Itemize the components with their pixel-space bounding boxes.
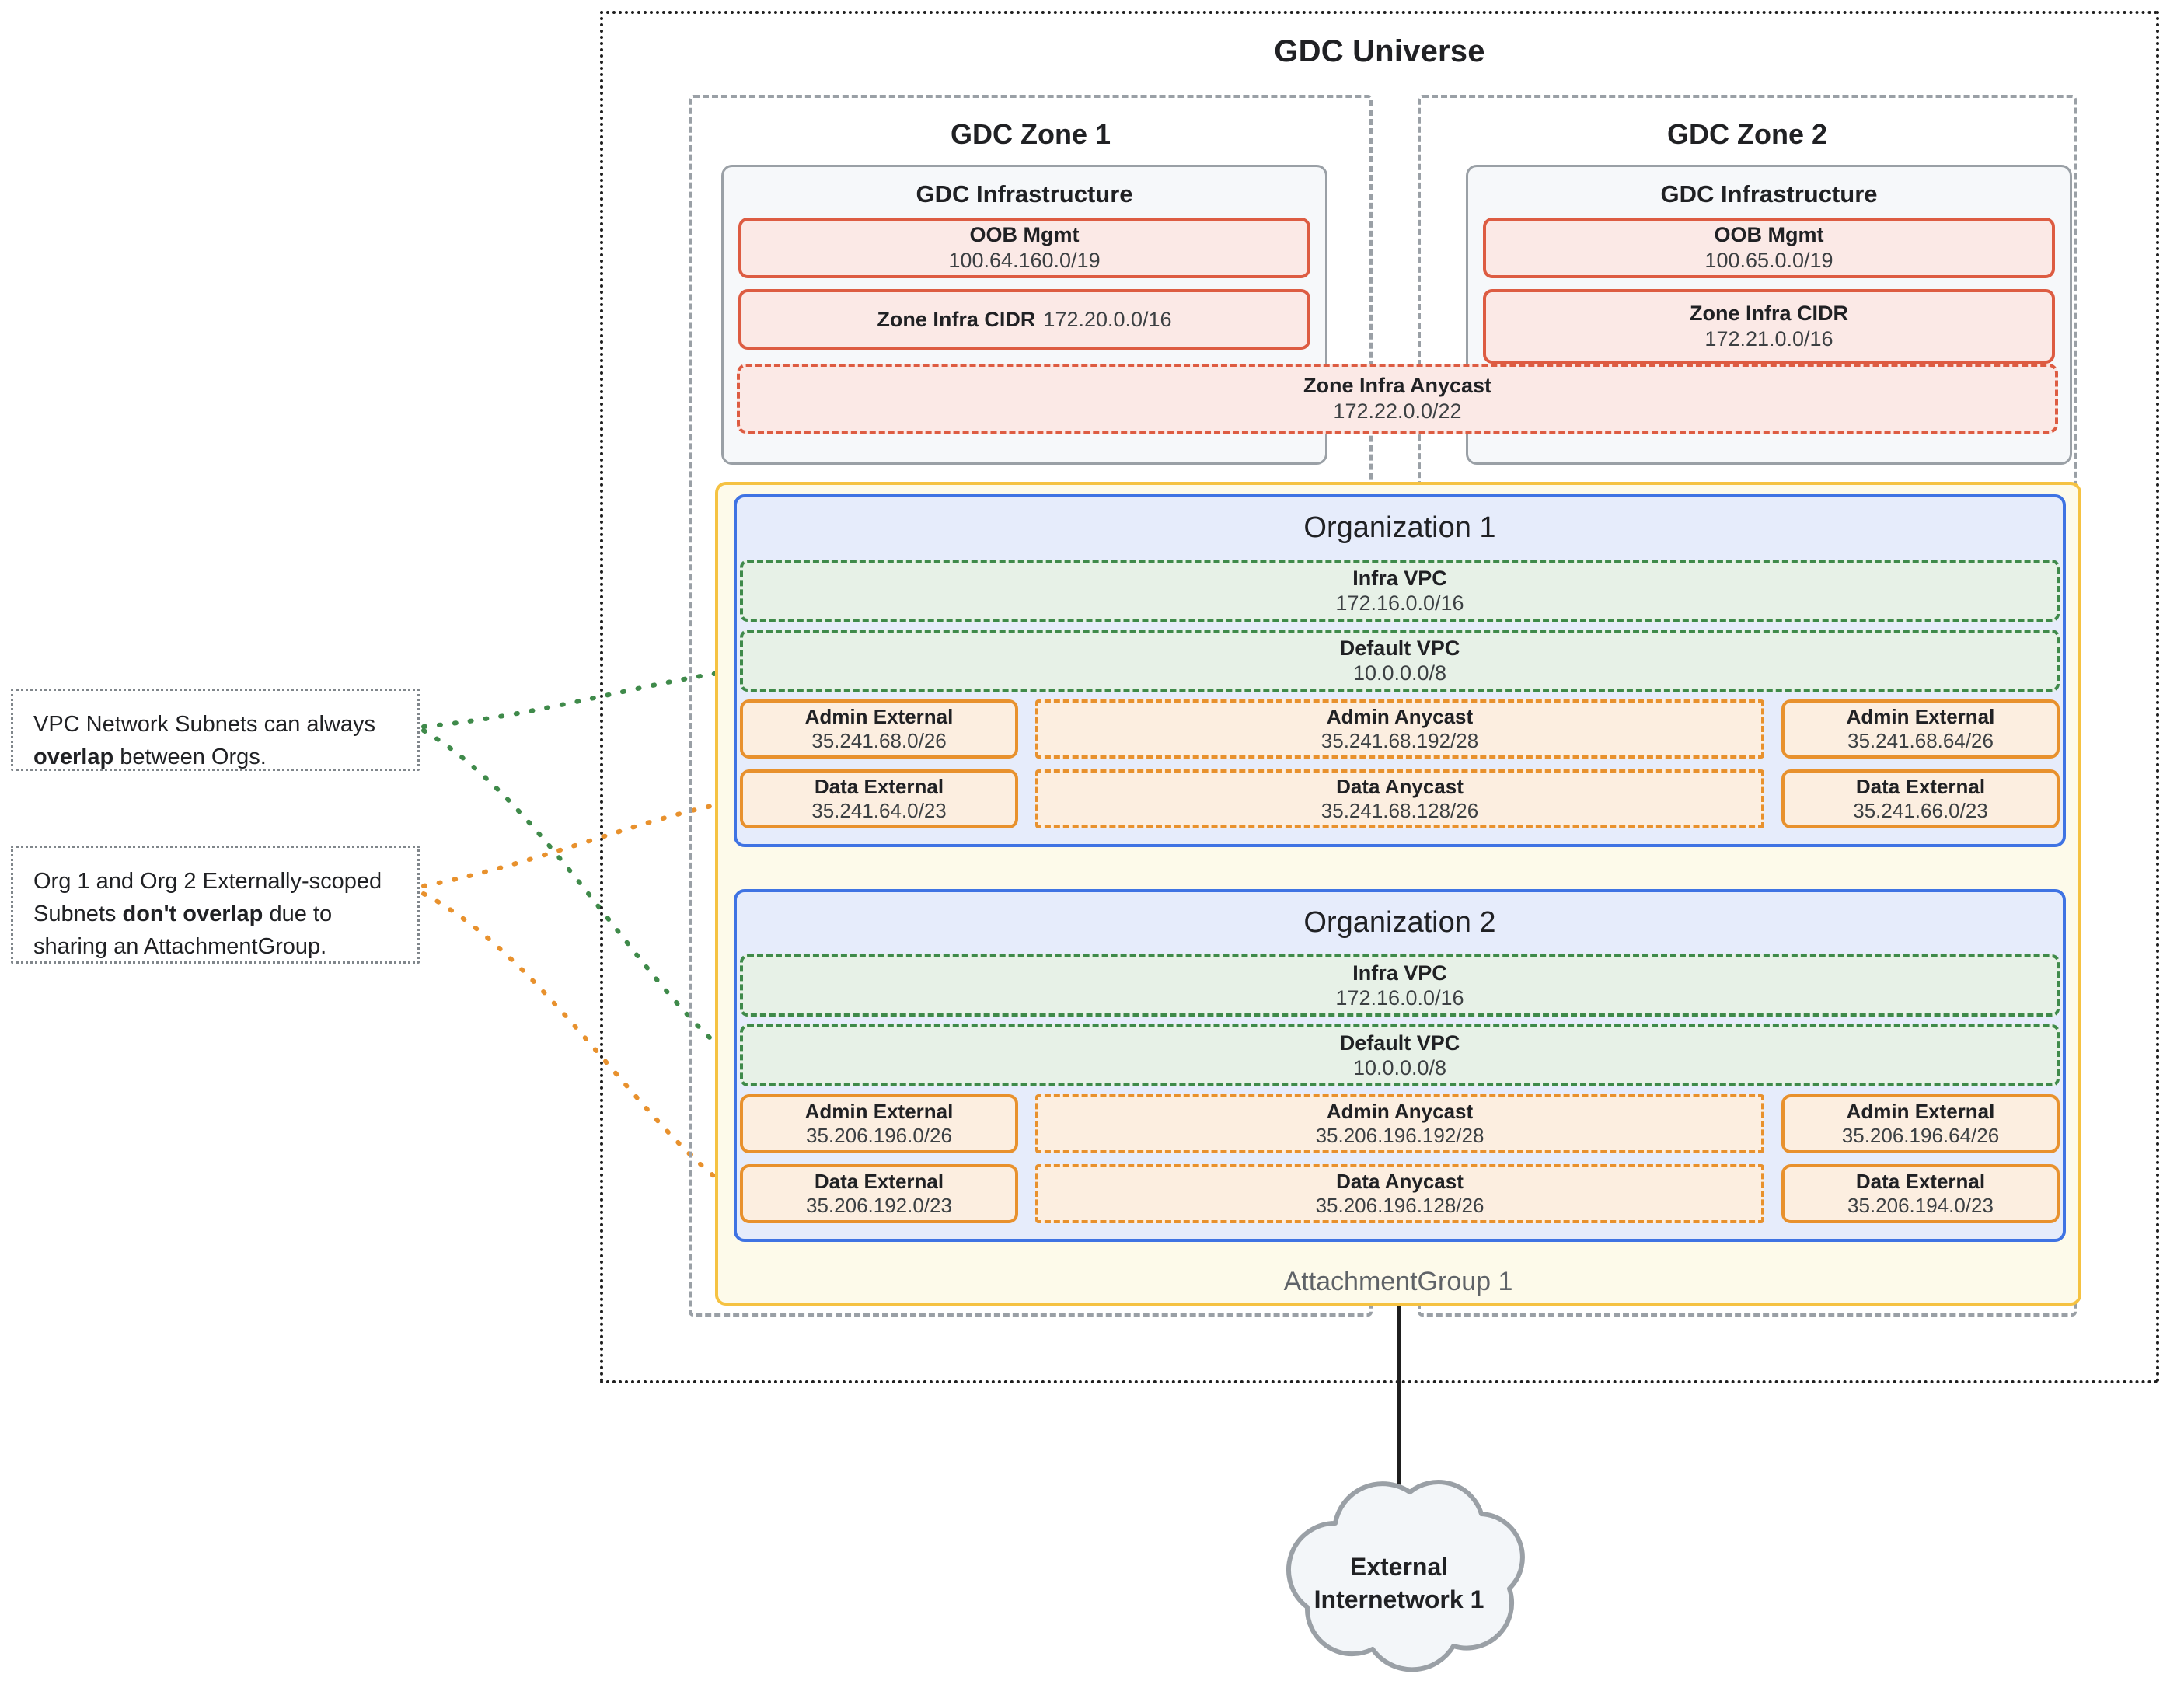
chip-cidr: 35.241.68.64/26 — [1847, 729, 1994, 752]
leader-line-note2-org1 — [421, 798, 742, 888]
external-network-node: External Internetwork 1 — [1259, 1477, 1539, 1686]
note-emphasis: overlap — [33, 745, 114, 770]
zone-1-infrastructure-title: GDC Infrastructure — [916, 180, 1133, 208]
zone-2-infrastructure-title: GDC Infrastructure — [1660, 180, 1878, 208]
org-1-admin-external-right-chip: Admin External 35.241.68.64/26 — [1781, 699, 2060, 759]
chip-name: Zone Infra Anycast — [1303, 374, 1492, 398]
chip-cidr: 172.16.0.0/16 — [1335, 986, 1464, 1010]
leader-line-note2-org2 — [421, 891, 742, 1198]
chip-name: Admin External — [1846, 1099, 1995, 1123]
chip-name: Admin External — [804, 704, 954, 728]
chip-name: Data Anycast — [1336, 774, 1464, 798]
note-vpc-overlap: VPC Network Subnets can always overlap b… — [11, 689, 420, 771]
organization-2-title: Organization 2 — [1303, 906, 1496, 939]
org-2-admin-external-left-chip: Admin External 35.206.196.0/26 — [740, 1094, 1018, 1153]
leader-line-note1-org1 — [421, 668, 742, 729]
leader-line-note1-org2 — [421, 728, 742, 1065]
chip-name: Zone Infra CIDR — [877, 307, 1036, 331]
chip-name: Admin External — [804, 1099, 954, 1123]
gdc-zone-1-title: GDC Zone 1 — [950, 118, 1111, 150]
chip-name: Default VPC — [1339, 636, 1460, 660]
chip-name: Admin Anycast — [1326, 704, 1474, 728]
chip-cidr: 172.16.0.0/16 — [1335, 591, 1464, 615]
chip-name: Data External — [1855, 1169, 1986, 1193]
chip-name: OOB Mgmt — [969, 223, 1080, 247]
chip-cidr: 35.241.66.0/23 — [1853, 799, 1988, 822]
zone-2-infra-cidr-chip: Zone Infra CIDR 172.21.0.0/16 — [1483, 289, 2055, 364]
chip-cidr: 35.206.196.0/26 — [806, 1124, 952, 1147]
chip-name: OOB Mgmt — [1714, 223, 1824, 247]
org-2-admin-anycast-chip: Admin Anycast 35.206.196.192/28 — [1035, 1094, 1764, 1153]
gdc-universe-container — [600, 11, 2159, 1383]
chip-cidr: 35.206.196.128/26 — [1315, 1194, 1484, 1217]
chip-cidr: 35.206.192.0/23 — [806, 1194, 952, 1217]
external-network-label: External Internetwork 1 — [1259, 1551, 1539, 1616]
org-1-admin-anycast-chip: Admin Anycast 35.241.68.192/28 — [1035, 699, 1764, 759]
org-2-data-anycast-chip: Data Anycast 35.206.196.128/26 — [1035, 1164, 1764, 1223]
external-network-line-1: External — [1349, 1553, 1449, 1581]
chip-cidr: 100.64.160.0/19 — [948, 249, 1101, 272]
org-1-admin-external-left-chip: Admin External 35.241.68.0/26 — [740, 699, 1018, 759]
external-network-cloud — [1286, 1480, 1525, 1672]
external-network-line-2: Internetwork 1 — [1314, 1585, 1484, 1613]
org-1-data-anycast-chip: Data Anycast 35.241.68.128/26 — [1035, 769, 1764, 828]
chip-name: Data External — [814, 1169, 944, 1193]
org-1-default-vpc-chip: Default VPC 10.0.0.0/8 — [740, 630, 2060, 692]
org-2-infra-vpc-chip: Infra VPC 172.16.0.0/16 — [740, 954, 2060, 1017]
zone-1-oob-mgmt-chip: OOB Mgmt 100.64.160.0/19 — [738, 218, 1310, 278]
chip-cidr: 35.241.64.0/23 — [811, 799, 947, 822]
chip-name: Admin Anycast — [1326, 1099, 1474, 1123]
chip-name: Data External — [1855, 774, 1986, 798]
chip-cidr: 172.22.0.0/22 — [1333, 399, 1462, 423]
attachment-group-label: AttachmentGroup 1 — [1283, 1267, 1513, 1296]
chip-cidr: 10.0.0.0/8 — [1352, 1056, 1447, 1079]
chip-cidr: 35.241.68.128/26 — [1321, 799, 1479, 822]
chip-cidr: 35.241.68.0/26 — [811, 729, 947, 752]
chip-name: Zone Infra CIDR — [1689, 302, 1848, 326]
zone-2-oob-mgmt-chip: OOB Mgmt 100.65.0.0/19 — [1483, 218, 2055, 278]
chip-name: Default VPC — [1339, 1031, 1460, 1055]
note-text-part2: due to sharing an AttachmentGroup. — [33, 902, 333, 960]
org-2-admin-external-right-chip: Admin External 35.206.196.64/26 — [1781, 1094, 2060, 1153]
org-1-infra-vpc-chip: Infra VPC 172.16.0.0/16 — [740, 560, 2060, 622]
chip-cidr: 35.206.194.0/23 — [1847, 1194, 1994, 1217]
chip-name: Data Anycast — [1336, 1169, 1464, 1193]
org-1-data-external-right-chip: Data External 35.241.66.0/23 — [1781, 769, 2060, 828]
org-1-data-external-left-chip: Data External 35.241.64.0/23 — [740, 769, 1018, 828]
gdc-universe-title: GDC Universe — [1274, 34, 1485, 68]
zone-infra-anycast-chip: Zone Infra Anycast 172.22.0.0/22 — [737, 364, 2058, 434]
note-emphasis: don't overlap — [122, 902, 263, 927]
chip-name: Infra VPC — [1352, 961, 1447, 985]
org-2-data-external-right-chip: Data External 35.206.194.0/23 — [1781, 1164, 2060, 1223]
org-2-data-external-left-chip: Data External 35.206.192.0/23 — [740, 1164, 1018, 1223]
note-external-scope-no-overlap: Org 1 and Org 2 Externally-scoped Subnet… — [11, 846, 420, 964]
organization-1-title: Organization 1 — [1303, 511, 1496, 544]
chip-cidr: 172.20.0.0/16 — [1043, 307, 1172, 331]
note-text-part1: VPC Network Subnets can always — [33, 712, 376, 737]
chip-cidr: 35.206.196.64/26 — [1841, 1124, 2000, 1147]
chip-cidr: 35.241.68.192/28 — [1321, 729, 1479, 752]
chip-name: Infra VPC — [1352, 566, 1447, 590]
chip-name: Admin External — [1846, 704, 1995, 728]
chip-name: Data External — [814, 774, 944, 798]
chip-cidr: 172.21.0.0/16 — [1704, 327, 1833, 351]
chip-cidr: 35.206.196.192/28 — [1315, 1124, 1484, 1147]
gdc-zone-2-title: GDC Zone 2 — [1666, 118, 1827, 150]
chip-cidr: 100.65.0.0/19 — [1704, 249, 1833, 272]
note-text-part1: Org 1 and Org 2 Externally-scoped Subnet… — [33, 869, 382, 927]
zone-1-infra-cidr-chip: Zone Infra CIDR 172.20.0.0/16 — [738, 289, 1310, 350]
org-2-default-vpc-chip: Default VPC 10.0.0.0/8 — [740, 1024, 2060, 1086]
note-text-part2: between Orgs. — [113, 745, 267, 770]
chip-cidr: 10.0.0.0/8 — [1352, 661, 1447, 685]
